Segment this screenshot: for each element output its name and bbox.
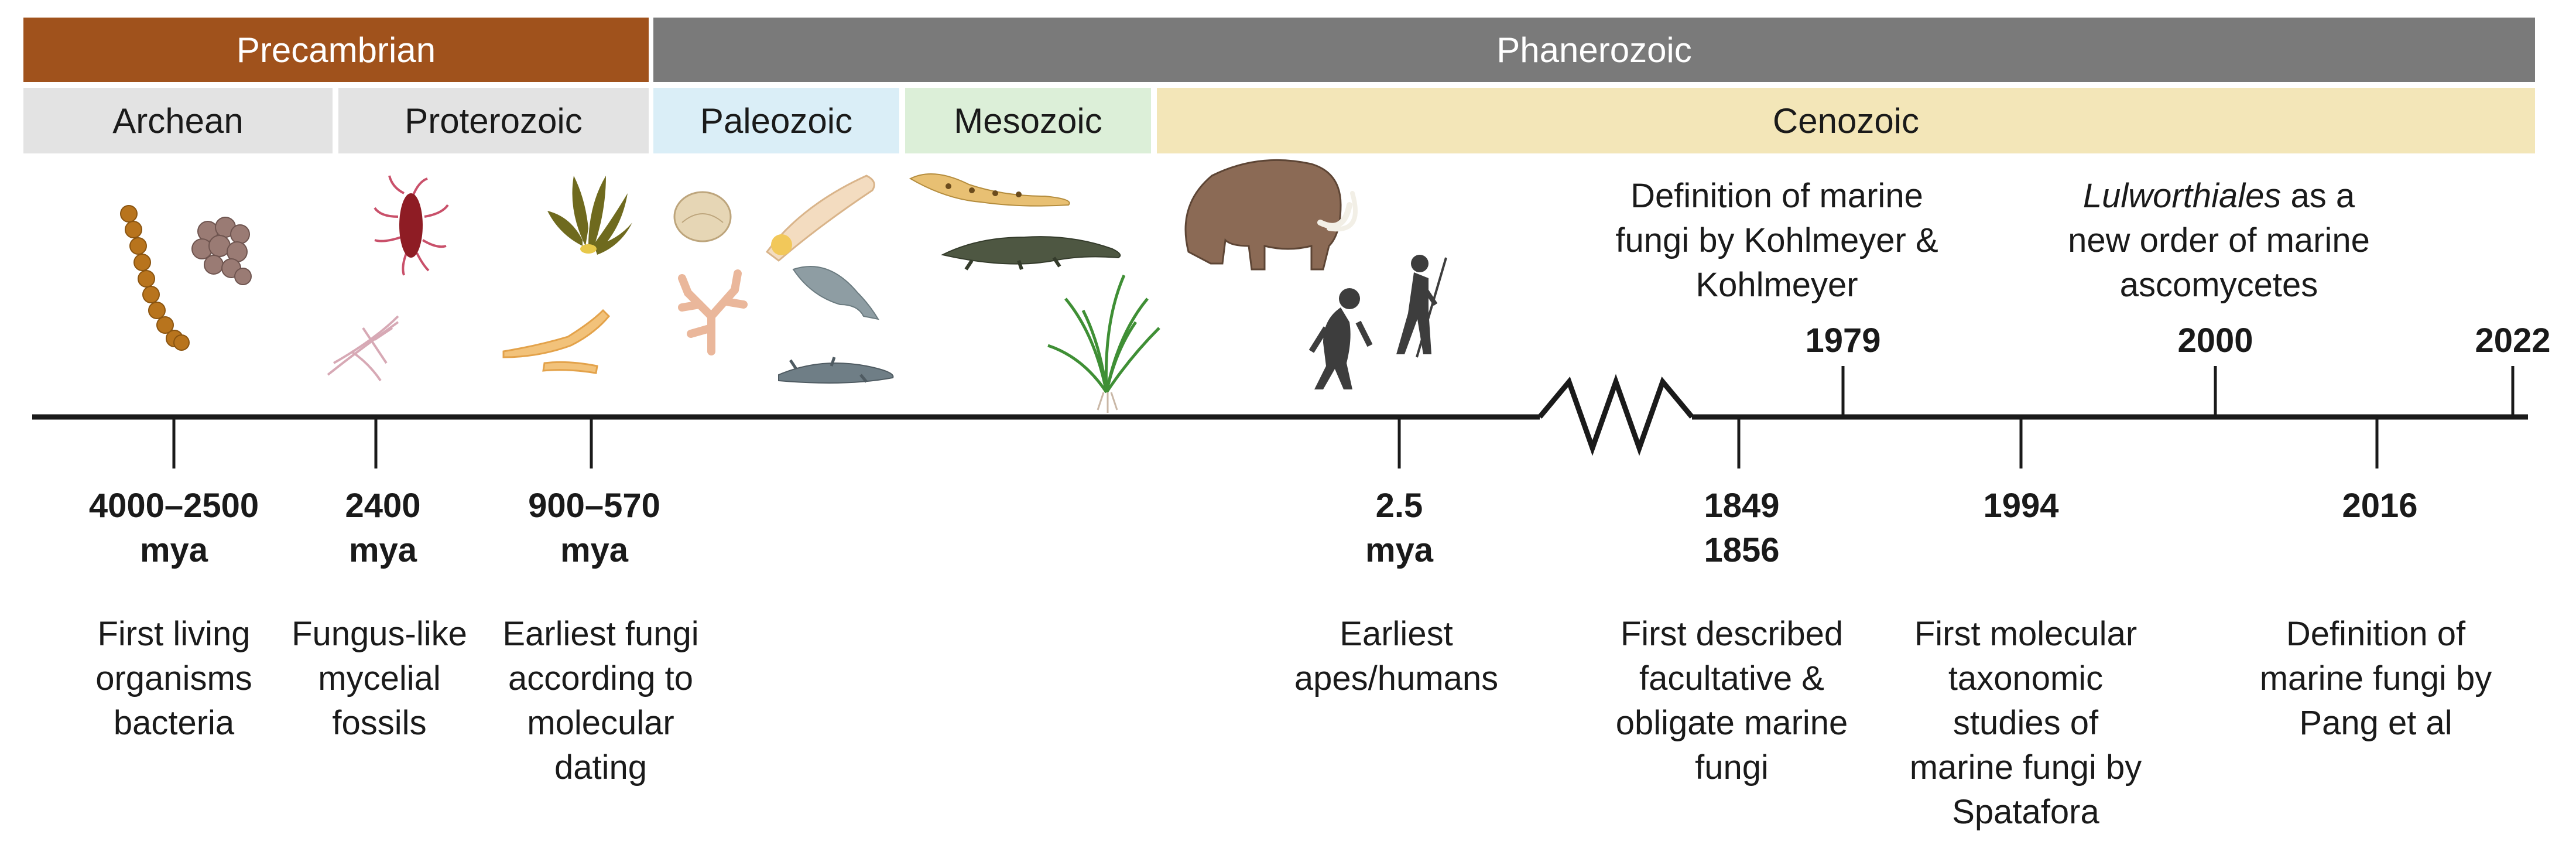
fungal-hyphae-icon: [502, 309, 611, 374]
event-date-5-line2: 1856: [1704, 531, 1780, 569]
era-precambrian-label: Precambrian: [236, 30, 436, 70]
event-desc-2: Fungus-like mycelial fossils: [292, 612, 467, 745]
event-desc-2-line3: fossils: [332, 704, 427, 742]
order-name: Lulworthiales: [2082, 177, 2282, 215]
amphibian-icon: [778, 357, 894, 384]
bacteria-chain-icon: [120, 205, 190, 351]
event-desc-4-line2: apes/humans: [1294, 659, 1499, 697]
event-date-2-line2: mya: [348, 531, 417, 569]
event-date-1-line1: 4000–2500: [88, 487, 259, 525]
event-desc-1-line3: bacteria: [113, 704, 235, 742]
event-date-3: 900–570 mya: [528, 484, 660, 573]
event-above-date-2: 2000: [2177, 322, 2253, 360]
fish-icon: [792, 266, 880, 320]
eon-mesozoic-label: Mesozoic: [954, 101, 1102, 141]
event-above-desc-2-line1-rest: as a: [2281, 177, 2355, 215]
event-above-desc-2-line1: Lulworthiales as a: [2068, 174, 2370, 218]
coral-icon: [678, 269, 748, 355]
event-date-4: 2.5 mya: [1365, 484, 1433, 573]
event-date-4-line1: 2.5: [1375, 487, 1423, 525]
eon-mesozoic: Mesozoic: [905, 88, 1151, 153]
event-desc-7-line2: marine fungi by: [2259, 659, 2492, 697]
event-desc-6-line2: taxonomic: [1948, 659, 2104, 697]
event-date-1-line2: mya: [139, 531, 208, 569]
timeline-axis: [32, 374, 2528, 456]
event-above-desc-1-line1: Definition of marine: [1630, 177, 1923, 215]
event-desc-6-line5: Spatafora: [1952, 793, 2099, 831]
event-date-5-line1: 1849: [1704, 487, 1780, 525]
event-date-6: 1994: [1983, 484, 2058, 528]
event-desc-4-line1: Earliest: [1340, 615, 1453, 653]
event-desc-7: Definition of marine fungi by Pang et al: [2260, 612, 2492, 745]
event-above-desc-2: Lulworthiales as a new order of marine a…: [2068, 174, 2370, 307]
bacteria-cluster-icon: [191, 217, 252, 285]
event-desc-3-line1: Earliest fungi: [502, 615, 699, 653]
event-desc-3-line2: according to: [508, 659, 693, 697]
mammoth-icon: [1184, 159, 1358, 271]
era-phanerozoic-label: Phanerozoic: [1496, 30, 1692, 70]
event-above-desc-2-line2: new order of marine: [2068, 221, 2370, 259]
seaweed-icon: [547, 176, 632, 255]
ticks-above: [1841, 366, 2515, 417]
eon-proterozoic-label: Proterozoic: [405, 101, 583, 141]
event-above-desc-1: Definition of marine fungi by Kohlmeyer …: [1615, 174, 1938, 307]
event-desc-3: Earliest fungi according to molecular da…: [502, 612, 698, 790]
eon-paleozoic-label: Paleozoic: [700, 101, 853, 141]
event-date-7-line1: 2016: [2342, 487, 2418, 525]
mycelium-icon: [327, 315, 399, 382]
event-date-3-line2: mya: [560, 531, 629, 569]
event-desc-3-line3: molecular: [527, 704, 674, 742]
event-desc-3-line4: dating: [554, 748, 648, 786]
event-date-2-line1: 2400: [345, 487, 421, 525]
event-above-date-1: 1979: [1805, 322, 1881, 360]
event-date-1: 4000–2500 mya: [89, 484, 259, 573]
event-date-4-line2: mya: [1365, 531, 1434, 569]
grass-plant-icon: [1047, 274, 1160, 413]
event-date-3-line1: 900–570: [528, 487, 660, 525]
leopard-gecko-icon: [909, 173, 1070, 207]
event-date-2: 2400 mya: [345, 484, 420, 573]
era-phanerozoic: Phanerozoic: [653, 18, 2535, 82]
eon-cenozoic-label: Cenozoic: [1772, 101, 1920, 141]
event-desc-6-line1: First molecular: [1914, 615, 2137, 653]
eon-proterozoic: Proterozoic: [338, 88, 649, 153]
event-desc-5-line4: fungi: [1695, 748, 1769, 786]
event-desc-7-line1: Definition of: [2286, 615, 2466, 653]
event-desc-5-line3: obligate marine: [1615, 704, 1848, 742]
ape-icon: [1308, 288, 1373, 389]
event-date-5: 1849 1856: [1704, 484, 1779, 573]
event-desc-6: First molecular taxonomic studies of mar…: [1910, 612, 2142, 835]
event-desc-7-line3: Pang et al: [2299, 704, 2452, 742]
event-above-desc-2-line3: ascomycetes: [2119, 266, 2318, 304]
event-desc-6-line3: studies of: [1952, 704, 2099, 742]
event-desc-1: First living organisms bacteria: [95, 612, 252, 745]
event-above-desc-1-line2: fungi by Kohlmeyer &: [1615, 221, 1938, 259]
event-date-6-line1: 1994: [1983, 487, 2059, 525]
red-microbe-icon: [374, 175, 449, 276]
eon-paleozoic: Paleozoic: [653, 88, 899, 153]
crocodile-icon: [941, 236, 1121, 271]
eon-archean-label: Archean: [112, 101, 244, 141]
human-hunter-icon: [1396, 255, 1447, 358]
ticks-below: [172, 417, 2379, 468]
event-desc-6-line4: marine fungi by: [1909, 748, 2142, 786]
event-above-date-3: 2022: [2475, 322, 2551, 360]
eon-archean: Archean: [23, 88, 333, 153]
event-desc-2-line1: Fungus-like: [292, 615, 467, 653]
event-desc-1-line2: organisms: [95, 659, 252, 697]
event-desc-5-line2: facultative &: [1639, 659, 1824, 697]
event-date-7: 2016: [2342, 484, 2417, 528]
event-above-desc-1-line3: Kohlmeyer: [1695, 266, 1858, 304]
era-precambrian: Precambrian: [23, 18, 649, 82]
event-desc-5: First described facultative & obligate m…: [1616, 612, 1848, 790]
early-fish-larva-icon: [765, 175, 875, 262]
shell-fossil-icon: [673, 191, 732, 242]
event-desc-4: Earliest apes/humans: [1294, 612, 1498, 701]
event-desc-5-line1: First described: [1620, 615, 1844, 653]
eon-cenozoic: Cenozoic: [1157, 88, 2535, 153]
event-desc-1-line1: First living: [97, 615, 251, 653]
event-desc-2-line2: mycelial: [318, 659, 441, 697]
